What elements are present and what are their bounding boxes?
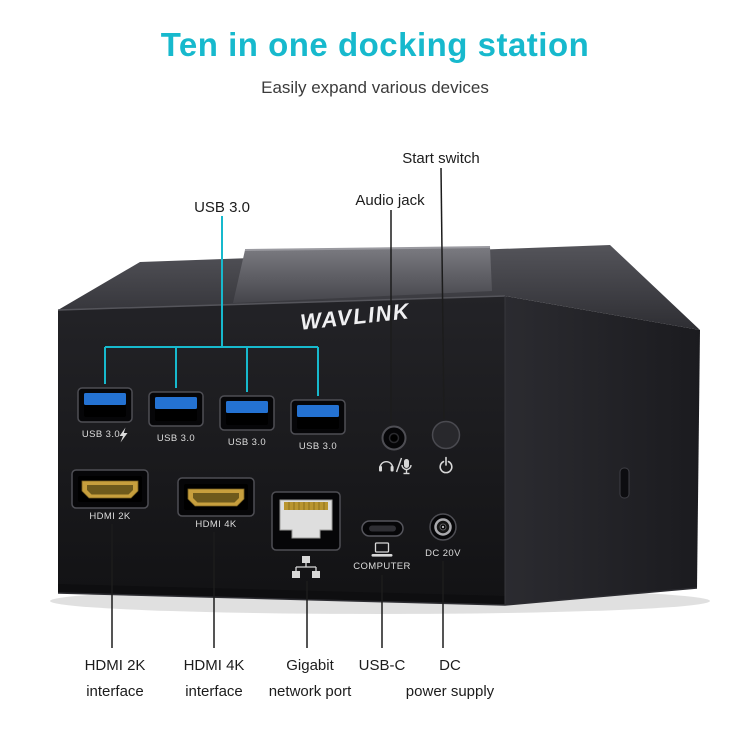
power-icon [439,456,453,474]
page-subtitle: Easily expand various devices [261,78,489,97]
usbc-port [361,520,404,537]
usb2-port-label: USB 3.0 [157,433,195,444]
usb-port-tongue [155,397,197,409]
usb-port-tongue [226,401,268,413]
dc-center-pin [441,525,445,529]
audio-jack-port [381,425,407,451]
kensington-lock-slot [619,467,630,499]
power-button-face [431,420,461,450]
laptop-icon [371,542,393,557]
usb-callout-bracket [104,216,319,396]
callout-ethernet-line2: network port [268,683,352,700]
usb-port-4 [290,399,346,435]
start-switch-callout-line [440,167,445,420]
callout-lines [104,167,445,648]
ethernet-port [271,491,341,551]
ethernet-pins [284,502,328,510]
callout-hdmi4k-line2: interface [185,683,243,700]
usbc-slot [369,525,396,532]
callout-dc: DC power supply [395,653,505,705]
callout-ethernet: Gigabit network port [247,653,373,705]
usb4-port-label: USB 3.0 [299,441,337,452]
device-side-face [505,296,700,605]
usb1-port-label: USB 3.0 [82,429,120,440]
hdmi-connector-slot [193,493,239,503]
front-top-edge-highlight [57,295,506,311]
callout-hdmi2k-line2: interface [86,683,144,700]
headset-mic-icon [379,457,412,475]
callout-hdmi4k-line1: HDMI 4K [183,657,245,674]
callout-dc-line2: power supply [405,683,495,700]
callout-dc-line1: DC [439,657,461,674]
callout-usb3: USB 3.0 [194,199,250,216]
callout-hdmi4k: HDMI 4K interface [154,653,274,705]
charge-bolt-icon [119,427,128,443]
ethernet-pin-separators [288,502,325,510]
audio-jack-hole [388,432,400,444]
ethernet-icon [292,556,320,578]
callout-hdmi2k: HDMI 2K interface [55,653,175,705]
hdmi-port-4k [177,477,255,517]
usbc-port-label: COMPUTER [353,561,411,572]
device-riser-platform [233,247,492,303]
power-button [431,420,461,450]
callout-audio-jack: Audio jack [355,192,425,209]
usb-port-tongue [84,393,126,405]
usb-port-3 [219,395,275,431]
hdmi2k-port-label: HDMI 2K [89,511,131,522]
page-title: Ten in one docking station [160,26,590,63]
black-callout-lines [111,167,445,648]
usb-port-1 [77,387,133,423]
callout-hdmi2k-line1: HDMI 2K [84,657,146,674]
callout-ethernet-line1: Gigabit [286,657,334,674]
hdmi-connector-slot [87,485,133,495]
callout-usbc: USB-C [358,657,406,674]
hdmi-port-2k [71,469,149,509]
dc-power-port [429,513,457,541]
hdmi4k-port-label: HDMI 4K [195,519,237,530]
usb-port-tongue [297,405,339,417]
docking-station: WAVLINK USB 3.0 USB 3.0 USB 3.0 [50,245,710,614]
riser-top-edge-highlight [244,246,491,251]
device-bottom-edge [57,587,698,606]
dc-port-label: DC 20V [425,548,461,559]
usb3-port-label: USB 3.0 [228,437,266,448]
usb-port-2 [148,391,204,427]
callout-start-switch: Start switch [402,150,480,167]
front-bottom-band [58,584,505,605]
